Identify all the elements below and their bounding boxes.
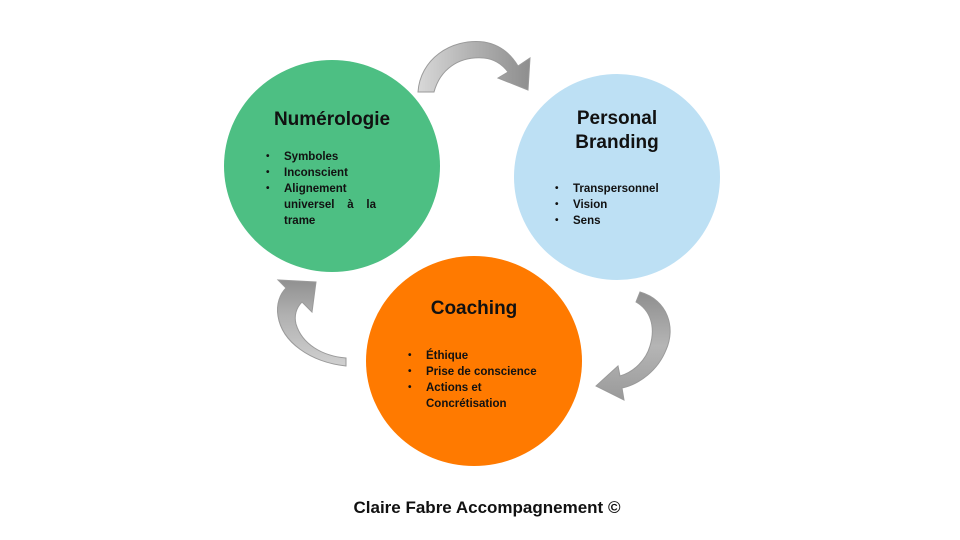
footer-credit: Claire Fabre Accompagnement © [353, 498, 621, 517]
numerologie-title: Numérologie [273, 109, 391, 130]
curved-arrow-icon [417, 41, 531, 93]
list-item: Inconscient [266, 165, 376, 181]
personal-branding-circle [514, 74, 720, 280]
coaching-title: Coaching [430, 298, 518, 319]
list-item: Sens [555, 213, 695, 229]
list-item: Transpersonnel [555, 181, 695, 197]
arrow-top [417, 41, 531, 93]
list-item: Éthique [408, 348, 548, 364]
list-item: Actions et Concrétisation [408, 380, 548, 412]
list-item: Alignement universel à la trame [266, 181, 376, 229]
curved-arrow-icon [595, 291, 671, 401]
list-item: Prise de conscience [408, 364, 548, 380]
list-item: Symboles [266, 149, 376, 165]
curved-arrow-icon [276, 279, 347, 367]
arrow-right [595, 291, 671, 401]
list-item: Vision [555, 197, 695, 213]
arrow-left [276, 279, 347, 367]
personal-branding-list: Transpersonnel Vision Sens [555, 181, 695, 229]
personal-branding-title: Personal Branding [514, 107, 720, 155]
title-line: Branding [575, 132, 659, 153]
numerologie-list: Symboles Inconscient Alignement universe… [266, 149, 376, 229]
coaching-list: Éthique Prise de conscience Actions et C… [408, 348, 548, 412]
title-line: Personal [576, 108, 658, 129]
